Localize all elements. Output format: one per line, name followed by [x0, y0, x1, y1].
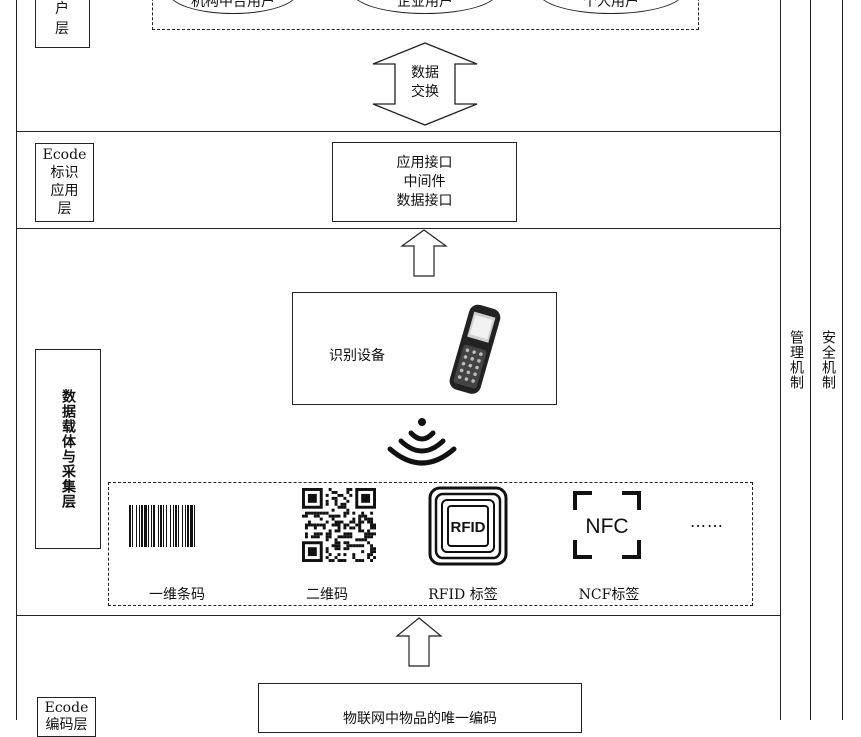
separator-user-app: [16, 131, 780, 132]
management-right-line: [810, 0, 811, 720]
ecode-app-label-line3: 应用: [50, 183, 79, 199]
ecode-app-label-line1: Ecode: [42, 147, 87, 163]
ecode-encoding-layer-label: Ecode 编码层: [37, 697, 96, 737]
data-exchange-arrow-icon: [372, 42, 478, 126]
ecode-app-label-line4: 层: [57, 201, 72, 217]
qrcode-caption: 二维码: [306, 587, 348, 603]
security-mechanism-text: 安全机制: [820, 330, 836, 390]
rfid-tag-icon: RFID: [428, 486, 508, 566]
user-oval-enterprise-text: 企业用户: [397, 0, 453, 10]
management-mechanism-label: 管理机制: [784, 320, 808, 400]
user-group-box: [152, 0, 699, 30]
separator-app-carrier: [16, 228, 780, 229]
wireless-signal-icon: [387, 418, 457, 466]
user-layer-label: 户 层: [35, 0, 90, 48]
rfid-caption: RFID 标签: [428, 587, 498, 603]
qrcode-icon: [302, 488, 376, 562]
ecode-encoding-label-line1: Ecode: [44, 700, 89, 716]
nfc-icon-text: NFC: [585, 515, 628, 538]
ecode-app-label-line2: 标识: [50, 165, 79, 181]
ecode-app-layer-label: Ecode 标识 应用 层: [35, 143, 94, 222]
app-interface-box: 应用接口 中间件 数据接口: [332, 142, 517, 222]
recognition-device-label: 识别设备: [329, 348, 385, 364]
left-frame-line: [16, 0, 17, 720]
data-carrier-layer-label-text: 数据载体与采集层: [60, 389, 76, 509]
rfid-icon-text: RFID: [451, 519, 486, 536]
up-arrow-icon: [395, 617, 443, 667]
data-carrier-layer-label: 数据载体与采集层: [35, 349, 101, 549]
nfc-caption: NCF标签: [578, 587, 640, 603]
user-oval-personal-text: 个人用户: [583, 0, 639, 10]
barcode-icon: [129, 505, 195, 547]
user-layer-label-text: 户 层: [55, 1, 70, 37]
more-ellipsis: ……: [690, 512, 724, 531]
middleware-text: 中间件: [403, 173, 446, 190]
management-mechanism-text: 管理机制: [788, 330, 804, 390]
user-oval-institution-text: 机构中台用户: [191, 0, 275, 10]
data-exchange-line2: 交换: [411, 84, 439, 100]
nfc-tag-icon: NFC: [573, 491, 641, 559]
up-arrow-icon: [400, 229, 448, 277]
barcode-caption: 一维条码: [149, 587, 205, 603]
data-exchange-label: 数据 交换: [395, 64, 455, 102]
right-frame-line: [780, 0, 781, 720]
recognition-device-box: 识别设备: [292, 292, 557, 405]
handheld-scanner-icon: [449, 304, 501, 394]
data-exchange-line1: 数据: [411, 65, 439, 81]
app-interface-text: 应用接口: [396, 154, 453, 171]
separator-carrier-encoding: [16, 615, 780, 616]
unique-encoding-box: 物联网中物品的唯一编码: [258, 683, 582, 733]
security-mechanism-label: 安全机制: [815, 320, 841, 400]
data-interface-text: 数据接口: [396, 192, 453, 209]
carriers-group-box: [108, 482, 753, 606]
security-right-line: [842, 0, 843, 720]
unique-encoding-text: 物联网中物品的唯一编码: [343, 711, 497, 727]
